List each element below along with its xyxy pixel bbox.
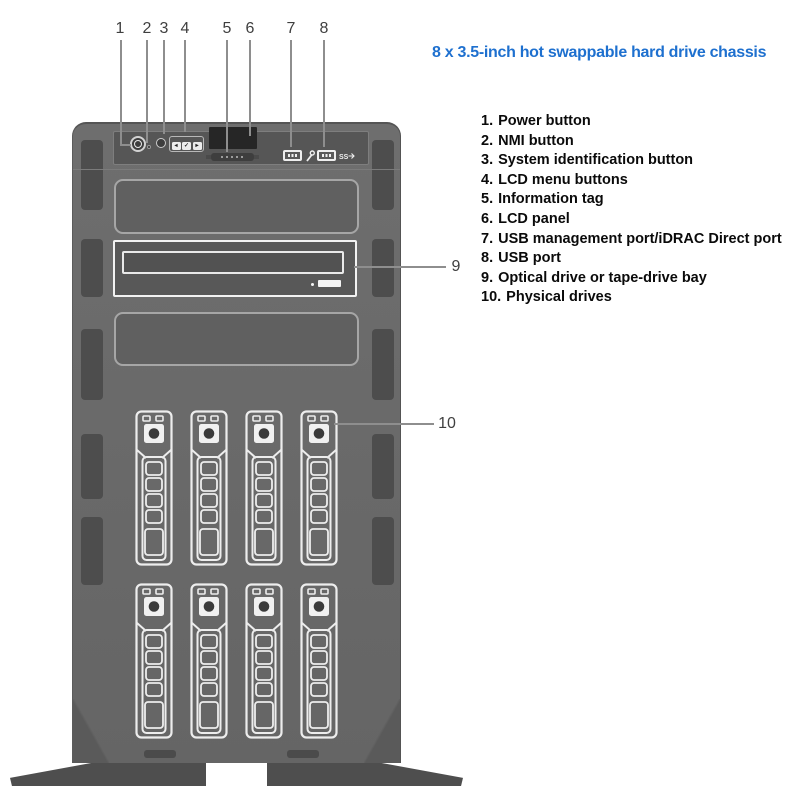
- optical-drive-bay: [113, 240, 357, 297]
- usb-pins-icon: [287, 153, 298, 157]
- panel-divider: [73, 169, 400, 170]
- blank-bay-cover: [114, 179, 359, 234]
- lcd-left-button: ◂: [171, 141, 181, 150]
- vent-strip: [372, 434, 394, 499]
- power-icon: [134, 140, 142, 148]
- corner-shadow: [364, 699, 400, 763]
- legend-item: 9.Optical drive or tape-drive bay: [481, 269, 707, 286]
- legend-item: 1.Power button: [481, 113, 591, 129]
- callout-number-10: 10: [438, 415, 456, 432]
- drive-carrier: [245, 583, 283, 739]
- vent-strip: [372, 517, 394, 585]
- vent-strip: [372, 239, 394, 297]
- information-tag-rail: [254, 155, 259, 159]
- tower-server-front: ◂ ✓ ▸ SS: [72, 122, 401, 763]
- lcd-menu-buttons: ◂ ✓ ▸: [169, 136, 204, 152]
- information-tag: [211, 153, 254, 161]
- callout-number-1: 1: [115, 20, 125, 37]
- power-button: [130, 136, 146, 152]
- legend-item: 3.System identification button: [481, 152, 694, 169]
- legend-item: 6.LCD panel: [481, 210, 570, 227]
- vent-strip: [81, 140, 103, 210]
- callout-number-2: 2: [142, 20, 152, 37]
- lcd-select-button: ✓: [182, 141, 191, 150]
- leader-line-2: [146, 40, 148, 143]
- blank-bay-cover: [114, 312, 359, 366]
- leader-line-1: [120, 40, 122, 146]
- legend-item: 5.Information tag: [481, 191, 604, 208]
- legend-item: 7.USB management port/iDRAC Direct port: [481, 230, 782, 247]
- drive-carrier: [135, 583, 173, 739]
- usb3-ss-icon: SS: [339, 153, 355, 161]
- vent-strip: [372, 140, 394, 210]
- legend-item: 4.LCD menu buttons: [481, 171, 628, 188]
- leader-line-3: [163, 40, 165, 134]
- drive-carrier: [190, 410, 228, 566]
- usb-port: [317, 150, 336, 161]
- drive-carrier: [190, 583, 228, 739]
- vent-strip: [81, 517, 103, 585]
- callout-number-4: 4: [180, 20, 190, 37]
- lcd-right-button: ▸: [192, 141, 202, 150]
- callout-legend: 1.Power button 2.NMI button 3.System ide…: [481, 112, 782, 308]
- drive-carrier: [300, 583, 338, 739]
- legend-item: 2.NMI button: [481, 132, 574, 149]
- leader-line-6: [249, 40, 251, 136]
- leader-line-8: [323, 40, 325, 147]
- vent-strip: [81, 239, 103, 297]
- callout-number-5: 5: [222, 20, 232, 37]
- legend-item: 10.Physical drives: [481, 289, 612, 306]
- bottom-handle-slot: [144, 750, 176, 758]
- vent-strip: [81, 329, 103, 400]
- wrench-icon: [306, 150, 315, 162]
- callout-number-7: 7: [286, 20, 296, 37]
- callout-number-6: 6: [245, 20, 255, 37]
- callout-number-9: 9: [451, 258, 461, 275]
- optical-drive-tray: [122, 251, 344, 274]
- leader-line-7: [290, 40, 292, 147]
- nmi-button: [147, 145, 151, 149]
- figure-title: 8 x 3.5-inch hot swappable hard drive ch…: [432, 44, 767, 61]
- vent-strip: [372, 329, 394, 400]
- callout-number-3: 3: [159, 20, 169, 37]
- legend-item: 8.USB port: [481, 250, 561, 267]
- usb-management-port: [283, 150, 302, 161]
- leader-line-10: [334, 423, 434, 425]
- bottom-handle-slot: [287, 750, 319, 758]
- system-identification-button: [156, 138, 166, 148]
- leader-line-9: [354, 266, 446, 268]
- svg-text:SS: SS: [339, 154, 349, 161]
- optical-eject-button: [318, 280, 341, 287]
- information-tag-marks: [221, 156, 244, 158]
- leader-line-4: [184, 40, 186, 132]
- vent-strip: [81, 434, 103, 499]
- drive-carrier: [245, 410, 283, 566]
- drive-carrier: [300, 410, 338, 566]
- corner-shadow: [73, 699, 109, 763]
- drive-carrier: [135, 410, 173, 566]
- leader-line-5: [226, 40, 228, 152]
- information-tag-rail: [206, 155, 211, 159]
- leader-line-1-elbow: [120, 144, 131, 146]
- lcd-panel: [209, 127, 257, 149]
- callout-number-8: 8: [319, 20, 329, 37]
- usb-pins-icon: [321, 153, 332, 157]
- optical-drive-led: [311, 283, 314, 286]
